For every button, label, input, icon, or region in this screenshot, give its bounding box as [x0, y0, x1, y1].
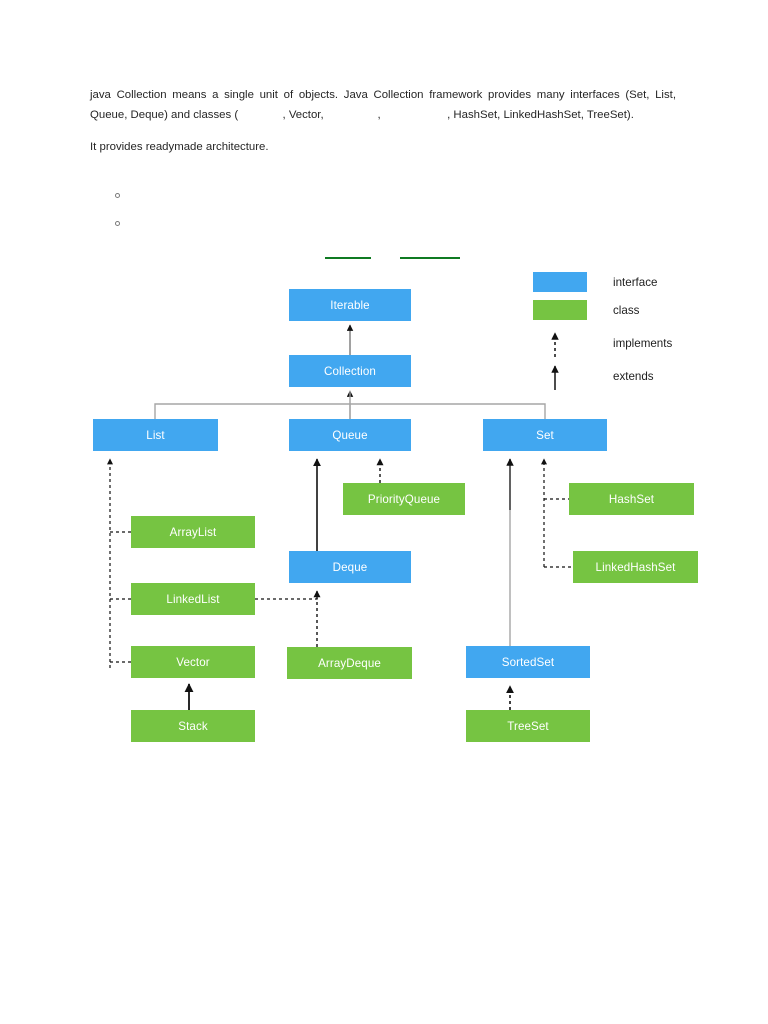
edge-bus-collection-children — [154, 391, 546, 419]
legend-row-interface: interface — [533, 272, 657, 292]
node-deque[interactable]: Deque — [289, 551, 411, 583]
node-label: Stack — [178, 719, 208, 733]
node-label: List — [146, 428, 165, 442]
node-stack[interactable]: Stack — [131, 710, 255, 742]
legend-label: extends — [613, 369, 654, 383]
empty-bullet-list — [112, 183, 512, 239]
node-set[interactable]: Set — [483, 419, 607, 451]
node-treeset[interactable]: TreeSet — [466, 710, 590, 742]
node-label: Deque — [332, 560, 368, 574]
node-label: LinkedList — [166, 592, 220, 606]
class-swatch-icon — [533, 300, 587, 320]
intro-paragraph-part-3: , — [377, 108, 384, 121]
green-rule-left — [325, 257, 371, 259]
node-label: ArrayList — [169, 525, 217, 539]
document-text-block: java Collection means a single unit of o… — [90, 86, 676, 158]
node-hashset[interactable]: HashSet — [569, 483, 694, 515]
node-label: PriorityQueue — [367, 492, 441, 506]
node-label: Queue — [332, 428, 368, 442]
interface-swatch-icon — [533, 272, 587, 292]
node-queue[interactable]: Queue — [289, 419, 411, 451]
node-label: SortedSet — [501, 655, 555, 669]
solid-arrow-icon — [533, 360, 587, 392]
intro-paragraph-part-1: java Collection means a single unit of o… — [90, 89, 676, 121]
legend-row-implements: implements — [533, 327, 672, 359]
node-label: Iterable — [330, 298, 370, 312]
node-priorityqueue[interactable]: PriorityQueue — [343, 483, 465, 515]
edge-linkedlist-implements-deque — [255, 591, 318, 600]
node-label: Set — [536, 428, 554, 442]
node-sortedset[interactable]: SortedSet — [466, 646, 590, 678]
node-linkedhashset[interactable]: LinkedHashSet — [573, 551, 698, 583]
list-item — [112, 183, 512, 211]
architecture-paragraph: It provides readymade architecture. — [90, 141, 269, 154]
node-collection[interactable]: Collection — [289, 355, 411, 387]
legend-label: interface — [613, 275, 658, 289]
legend-label: class — [613, 303, 640, 317]
legend-row-extends: extends — [533, 360, 654, 392]
node-iterable[interactable]: Iterable — [289, 289, 411, 321]
edge-list-implementors — [107, 458, 131, 668]
node-label: TreeSet — [507, 719, 549, 733]
edge-set-implementors — [541, 458, 573, 568]
legend-row-class: class — [533, 300, 639, 320]
node-label: LinkedHashSet — [595, 560, 676, 574]
legend-label: implements — [613, 336, 673, 350]
node-list[interactable]: List — [93, 419, 218, 451]
node-vector[interactable]: Vector — [131, 646, 255, 678]
list-item — [112, 211, 512, 239]
green-rule-right — [400, 257, 460, 259]
intro-paragraph-part-4: , HashSet, LinkedHashSet, TreeSet). — [447, 108, 634, 121]
intro-paragraph: java Collection means a single unit of o… — [90, 86, 676, 125]
node-arraylist[interactable]: ArrayList — [131, 516, 255, 548]
node-label: HashSet — [608, 492, 655, 506]
node-label: Vector — [176, 655, 210, 669]
node-arraydeque[interactable]: ArrayDeque — [287, 647, 412, 679]
node-linkedlist[interactable]: LinkedList — [131, 583, 255, 615]
intro-paragraph-part-2: , Vector, — [282, 108, 327, 121]
node-label: ArrayDeque — [318, 656, 381, 670]
dashed-arrow-icon — [533, 327, 587, 359]
node-label: Collection — [324, 364, 376, 378]
